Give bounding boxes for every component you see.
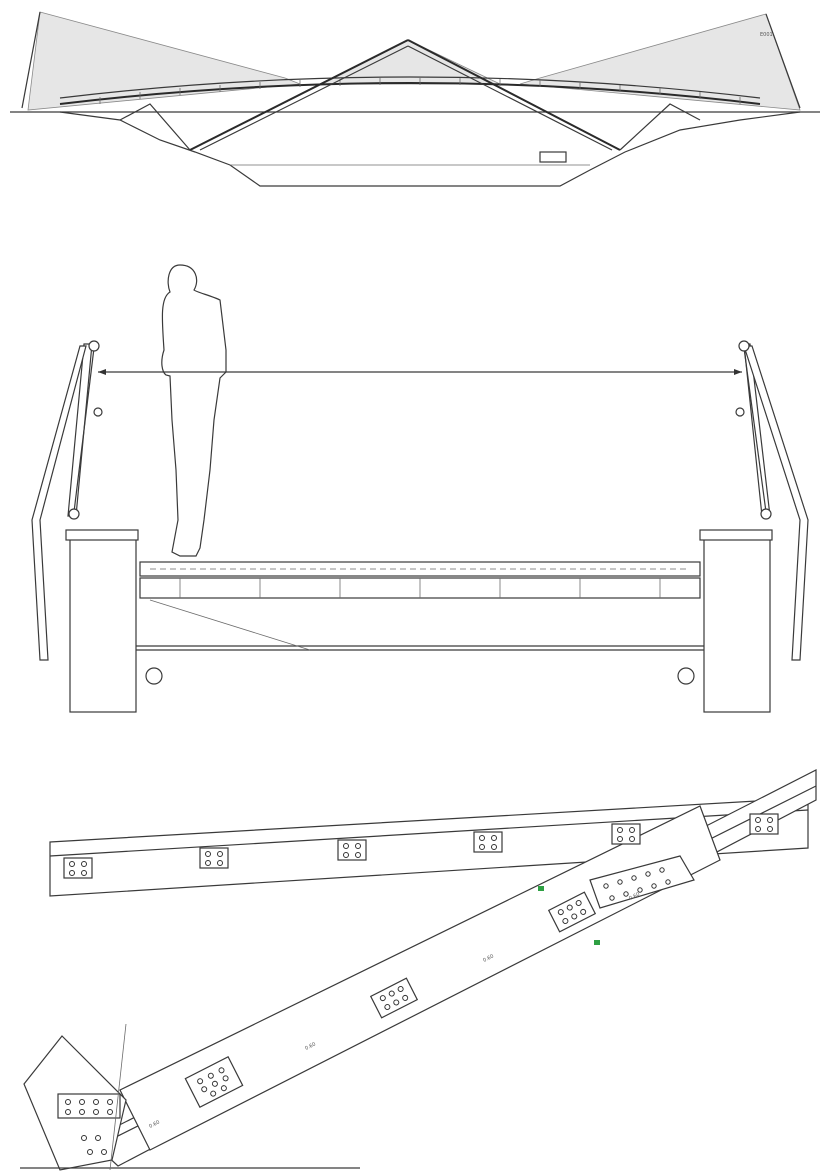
- left-support: [119, 103, 191, 151]
- right-girder-cap: [699, 529, 773, 541]
- dim-label-4: 0.60: [148, 1119, 161, 1129]
- truss-right-inner: [407, 45, 613, 151]
- truss-right-strut: [407, 39, 621, 151]
- splice-plate: [589, 855, 695, 909]
- dimension-arrow-right: [734, 369, 742, 375]
- elevation-tag: E001: [760, 32, 773, 38]
- right-support: [619, 103, 701, 151]
- pier-cap: [539, 151, 567, 163]
- left-edge-girder: [69, 535, 137, 713]
- splice-bolts: [603, 867, 671, 901]
- dim-label-2: 0.60: [304, 1041, 317, 1051]
- right-pylon: [765, 13, 801, 109]
- left-handrail-mid: [93, 407, 103, 417]
- left-drain: [145, 667, 163, 685]
- right-edge-girder: [703, 535, 771, 713]
- corner-bolts: [57, 1093, 121, 1155]
- deck-ribs: [179, 578, 661, 598]
- connection-detail: 0.60 0.60 0.60 0.60: [20, 769, 817, 1171]
- deck-cross-section: [31, 264, 809, 713]
- green-marker-1: [538, 886, 544, 891]
- human-silhouette: [161, 264, 227, 557]
- upper-chord: [49, 797, 809, 897]
- right-cable-fan: [519, 13, 801, 111]
- right-drain: [677, 667, 695, 685]
- left-railing-outer: [31, 345, 87, 661]
- truss-left-strut: [189, 39, 409, 151]
- truss-left-inner: [199, 45, 409, 151]
- right-railing-outer: [743, 345, 809, 661]
- construction-line: [149, 599, 311, 651]
- left-handrail-top: [88, 340, 100, 352]
- bridge-elevation: E001: [10, 11, 820, 187]
- construction-line-2: [109, 1023, 127, 1171]
- left-girder-cap: [65, 529, 139, 541]
- left-cable: [73, 347, 95, 513]
- right-handrail-top: [738, 340, 750, 352]
- deck-arc: [59, 82, 761, 105]
- right-handrail-low: [760, 508, 772, 520]
- right-cable: [743, 347, 767, 513]
- right-handrail-mid: [735, 407, 745, 417]
- left-cable-fan: [27, 11, 301, 111]
- diagonal-web: [119, 805, 721, 1151]
- riverbed-profile: [59, 111, 801, 187]
- dim-label-1: 0.60: [482, 953, 495, 963]
- railing-posts: [99, 78, 741, 104]
- green-marker-2: [594, 940, 600, 945]
- left-pylon: [21, 11, 41, 109]
- left-handrail-low: [68, 508, 80, 520]
- railing-top: [59, 76, 761, 99]
- diagonal-bolt-groups: [184, 891, 597, 1108]
- upper-bolt-groups: [63, 813, 779, 879]
- dimension-arrow-left: [98, 369, 106, 375]
- dim-label-3: 0.60: [628, 891, 641, 901]
